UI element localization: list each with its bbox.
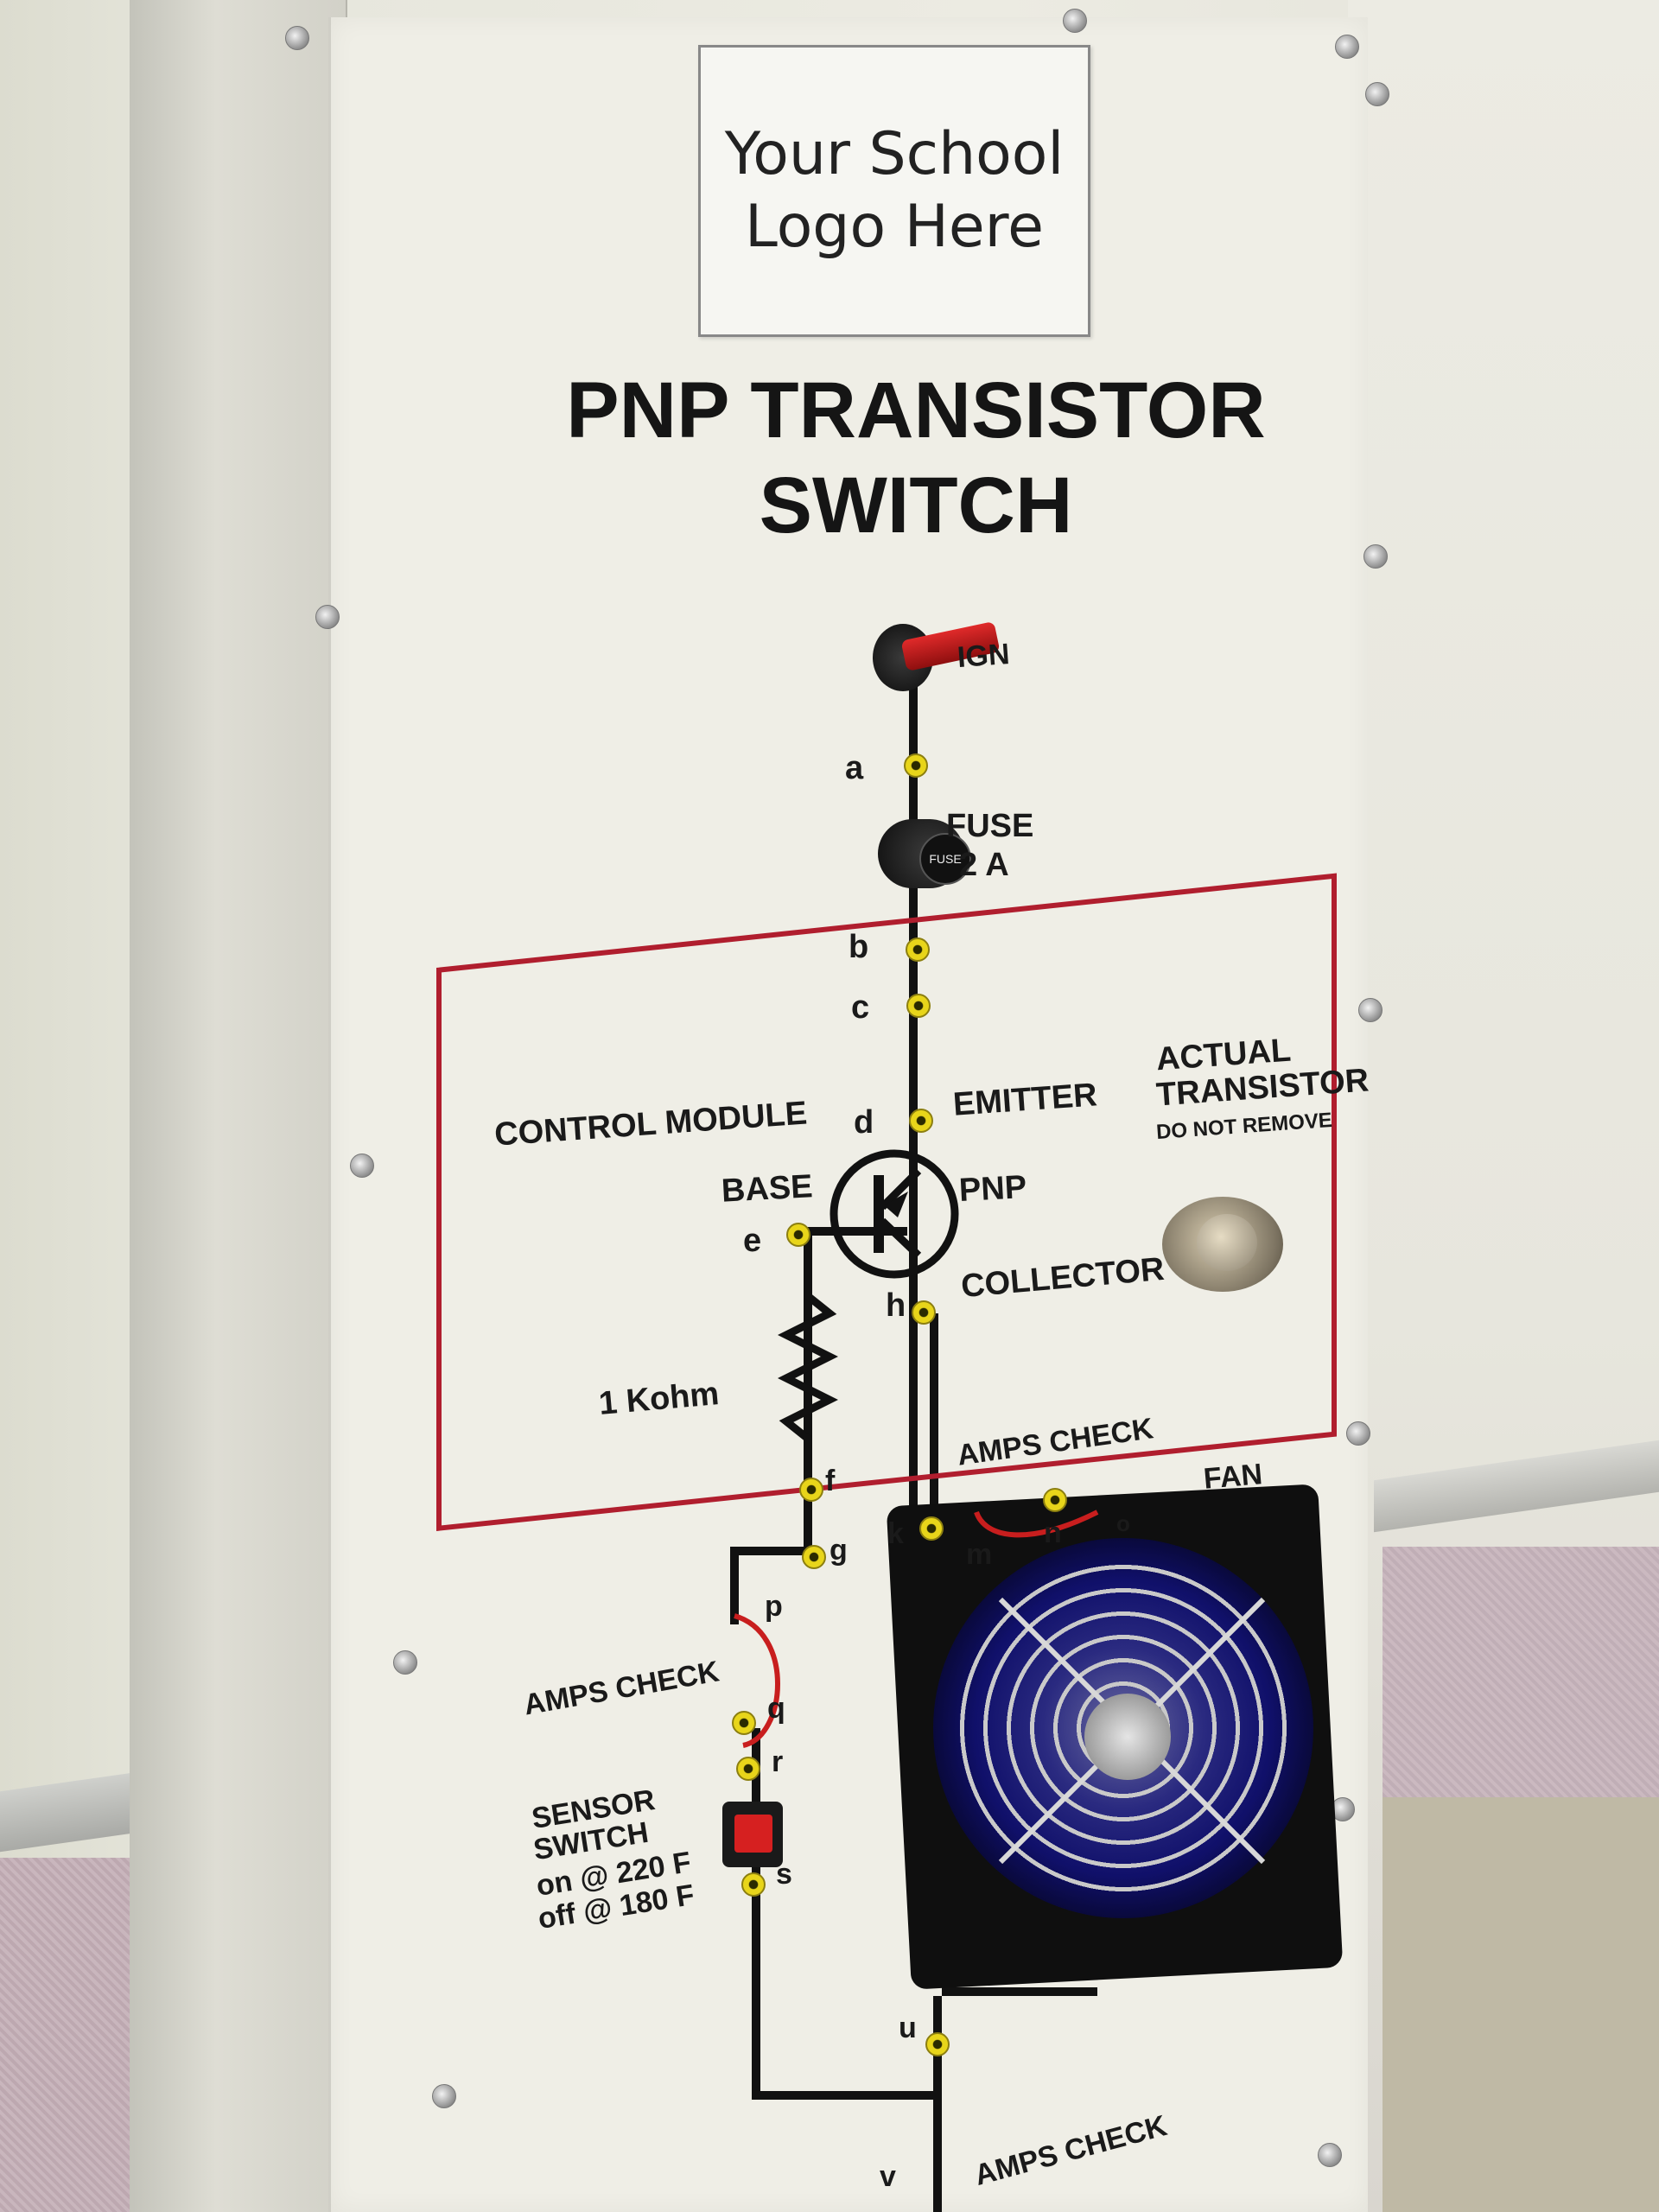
screw <box>315 605 340 629</box>
title-line-1: PNP TRANSISTOR <box>566 366 1266 454</box>
logo-line-1: Your School <box>724 120 1065 188</box>
test-point-r[interactable] <box>736 1757 760 1781</box>
circuit-trace-g <box>730 1547 812 1555</box>
screw <box>1363 544 1388 569</box>
cabinet-side <box>130 0 347 2212</box>
circuit-trace-p <box>730 1547 739 1624</box>
sensor-switch-button[interactable] <box>734 1815 772 1853</box>
point-label-q: q <box>767 1692 785 1725</box>
screw <box>1365 82 1389 106</box>
point-label-m: m <box>966 1538 993 1571</box>
screw <box>393 1650 417 1675</box>
circuit-trace-sensor <box>752 1728 760 2100</box>
point-label-r: r <box>772 1745 784 1778</box>
point-label-g: g <box>830 1534 848 1567</box>
point-label-f: f <box>825 1465 836 1497</box>
point-label-n: n <box>1044 1516 1062 1549</box>
screw <box>1318 2143 1342 2167</box>
panel-title: PNP TRANSISTOR SWITCH <box>484 363 1348 553</box>
fan-hub <box>1084 1694 1171 1780</box>
test-point-n[interactable] <box>1043 1488 1067 1512</box>
test-point-u[interactable] <box>925 2032 950 2056</box>
title-line-2: SWITCH <box>759 461 1073 550</box>
circuit-trace-bottom <box>752 2091 942 2100</box>
school-logo-placeholder: Your School Logo Here <box>698 45 1090 337</box>
screw <box>1335 35 1359 59</box>
screw <box>1358 998 1382 1022</box>
point-label-s: s <box>776 1858 792 1891</box>
screw <box>432 2084 456 2108</box>
circuit-trace-collector <box>930 1313 938 1529</box>
screw <box>1063 9 1087 33</box>
logo-line-2: Logo Here <box>745 193 1044 261</box>
point-label-o: o <box>1116 1510 1130 1536</box>
fuse-cap[interactable]: FUSE <box>919 833 971 885</box>
test-leads <box>734 1510 1099 1748</box>
point-label-e: e <box>743 1223 762 1259</box>
test-point-h[interactable] <box>912 1300 936 1325</box>
point-label-k: k <box>887 1517 904 1550</box>
resistor-symbol <box>778 1279 838 1452</box>
point-label-v: v <box>880 2160 896 2193</box>
point-label-d: d <box>854 1104 874 1141</box>
test-point-d[interactable] <box>909 1109 933 1133</box>
test-point-b[interactable] <box>906 938 930 962</box>
point-label-c: c <box>851 989 870 1026</box>
pnp-label: PNP <box>957 1168 1028 1210</box>
point-label-h: h <box>886 1287 906 1324</box>
test-point-k[interactable] <box>919 1516 944 1541</box>
test-point-s[interactable] <box>741 1872 766 1897</box>
actual-transistor-cap <box>1197 1214 1257 1271</box>
point-label-a: a <box>845 750 864 786</box>
point-label-u: u <box>899 2012 917 2044</box>
test-point-a[interactable] <box>904 753 928 778</box>
fan-label: FAN <box>1202 1458 1264 1496</box>
test-point-g[interactable] <box>802 1545 826 1569</box>
floor-right <box>1382 1797 1659 2212</box>
screw <box>350 1154 374 1178</box>
circuit-trace-base <box>795 1227 907 1236</box>
test-point-q[interactable] <box>732 1711 756 1735</box>
test-point-e[interactable] <box>786 1223 810 1247</box>
ign-label: IGN <box>956 637 1011 675</box>
point-label-b: b <box>849 929 869 965</box>
screw <box>285 26 309 50</box>
test-point-c[interactable] <box>906 994 931 1018</box>
test-point-f[interactable] <box>799 1478 823 1502</box>
circuit-trace-u <box>933 1996 942 2212</box>
fuse-label: FUSE <box>946 808 1034 844</box>
fuse-rating-label: 2 A <box>959 847 1009 883</box>
screw <box>1346 1421 1370 1446</box>
base-label: BASE <box>720 1168 814 1210</box>
circuit-trace-fan-return <box>942 1987 1097 1996</box>
pnp-transistor-symbol <box>830 1149 959 1279</box>
point-label-p: p <box>765 1590 783 1623</box>
